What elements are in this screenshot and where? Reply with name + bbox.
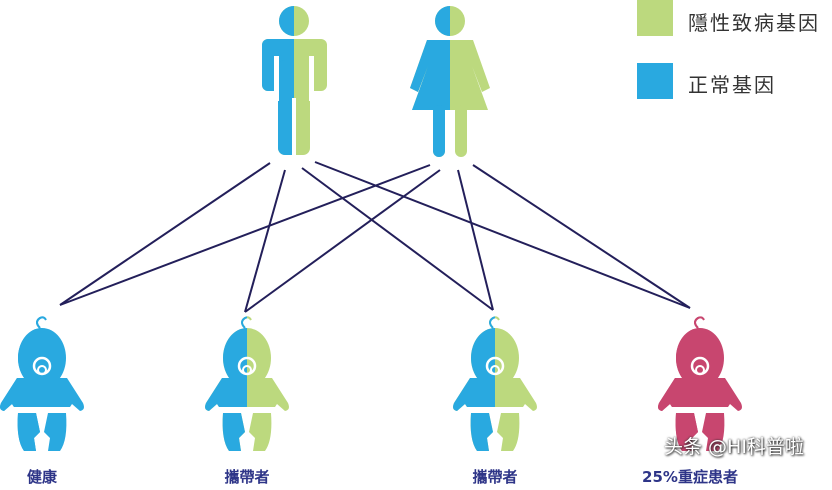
female-figure-icon	[410, 6, 490, 157]
pacifier-icon	[485, 356, 505, 376]
male-figure-icon	[262, 6, 327, 158]
line-mother-child2	[244, 169, 441, 313]
legend-label-normal: 正常基因	[688, 73, 776, 97]
pacifier-icon	[32, 356, 52, 376]
baby-figure-icon	[658, 316, 742, 451]
line-father-child3	[301, 167, 494, 311]
baby-figure-icon	[0, 316, 84, 451]
line-father-child2	[244, 169, 286, 313]
child-label-carrier-2: 攜帶者	[472, 468, 518, 486]
pacifier-icon	[237, 356, 257, 376]
baby-figure-icon	[205, 316, 289, 451]
legend-label-recessive: 隱性致病基因	[688, 11, 820, 35]
line-mother-child4	[472, 164, 691, 309]
inheritance-lines	[59, 161, 691, 313]
legend-swatch-normal	[637, 63, 673, 99]
watermark: 头条 @HI科普啦	[664, 436, 804, 458]
pacifier-icon	[690, 356, 710, 376]
baby-figure-icon	[453, 316, 537, 451]
legend-swatch-recessive	[637, 0, 673, 36]
line-father-child4	[314, 161, 691, 309]
line-mother-child3	[457, 169, 494, 311]
child-label-carrier-1: 攜帶者	[224, 468, 270, 486]
child-label-affected: 25%重症患者	[642, 468, 738, 486]
line-father-child1	[59, 162, 271, 306]
child-label-healthy: 健康	[26, 468, 58, 486]
line-mother-child1	[59, 164, 431, 306]
